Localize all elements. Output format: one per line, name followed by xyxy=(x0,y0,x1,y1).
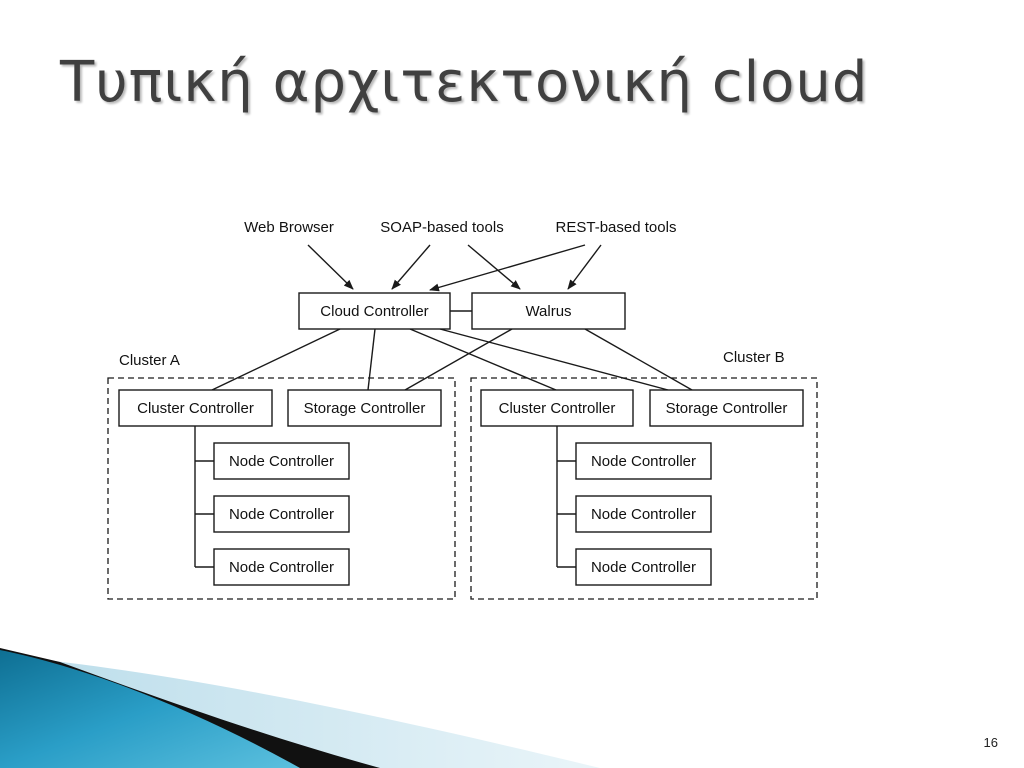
cluster-b-node-label-3: Node Controller xyxy=(591,559,696,576)
edge-cloud-to-cc-b xyxy=(409,328,557,391)
cluster-b-label: Cluster B xyxy=(723,349,785,366)
cluster-a-node-box-2 xyxy=(213,495,350,533)
cluster-a-node-label-2: Node Controller xyxy=(229,506,334,523)
edge-browser-to-cloud xyxy=(307,244,354,290)
walrus-box xyxy=(471,292,626,330)
cluster-a-node-box-1 xyxy=(213,442,350,480)
cluster-a-label: Cluster A xyxy=(119,352,180,369)
cluster-b-frame xyxy=(470,377,818,600)
edge-rest-to-cloud xyxy=(429,244,586,292)
cluster-b-node-label-2: Node Controller xyxy=(591,506,696,523)
cluster-a-storage-controller-label: Storage Controller xyxy=(304,400,426,417)
cluster-a-node-label-3: Node Controller xyxy=(229,559,334,576)
cluster-a-node-label-1: Node Controller xyxy=(229,453,334,470)
slide-title: Τυπική αρχιτεκτονική cloud xyxy=(60,50,869,115)
footer-blue-band xyxy=(0,650,300,768)
cluster-a-cluster-controller-box xyxy=(118,389,273,427)
cluster-b-node-box-2 xyxy=(575,495,712,533)
edge-walrus-to-sc-b xyxy=(584,328,693,391)
edge-cloud-to-cc-a xyxy=(211,328,341,391)
cluster-a-node-box-3 xyxy=(213,548,350,586)
edge-soap-to-walrus xyxy=(467,244,521,290)
cluster-b-cluster-controller-label: Cluster Controller xyxy=(499,400,616,417)
rest-tools-label: REST-based tools xyxy=(556,219,677,236)
cluster-b-cluster-controller-box xyxy=(480,389,634,427)
edge-rest-to-walrus xyxy=(567,244,602,290)
edge-cloud-to-sc-a xyxy=(367,328,376,391)
cluster-a-cluster-controller-label: Cluster Controller xyxy=(137,400,254,417)
cluster-a-storage-controller-box xyxy=(287,389,442,427)
edge-cloud-to-sc-b xyxy=(439,328,669,391)
edge-soap-to-cloud xyxy=(391,244,431,290)
cluster-b-node-label-1: Node Controller xyxy=(591,453,696,470)
cluster-b-storage-controller-box xyxy=(649,389,804,427)
web-browser-label: Web Browser xyxy=(244,219,334,236)
cluster-b-node-box-3 xyxy=(575,548,712,586)
cluster-b-storage-controller-label: Storage Controller xyxy=(666,400,788,417)
walrus-label: Walrus xyxy=(525,303,571,320)
edge-walrus-to-sc-a xyxy=(404,328,513,391)
soap-tools-label: SOAP-based tools xyxy=(380,219,503,236)
cluster-a-frame xyxy=(107,377,456,600)
cloud-controller-label: Cloud Controller xyxy=(320,303,428,320)
cluster-b-node-box-1 xyxy=(575,442,712,480)
slide-number: 16 xyxy=(983,735,998,750)
